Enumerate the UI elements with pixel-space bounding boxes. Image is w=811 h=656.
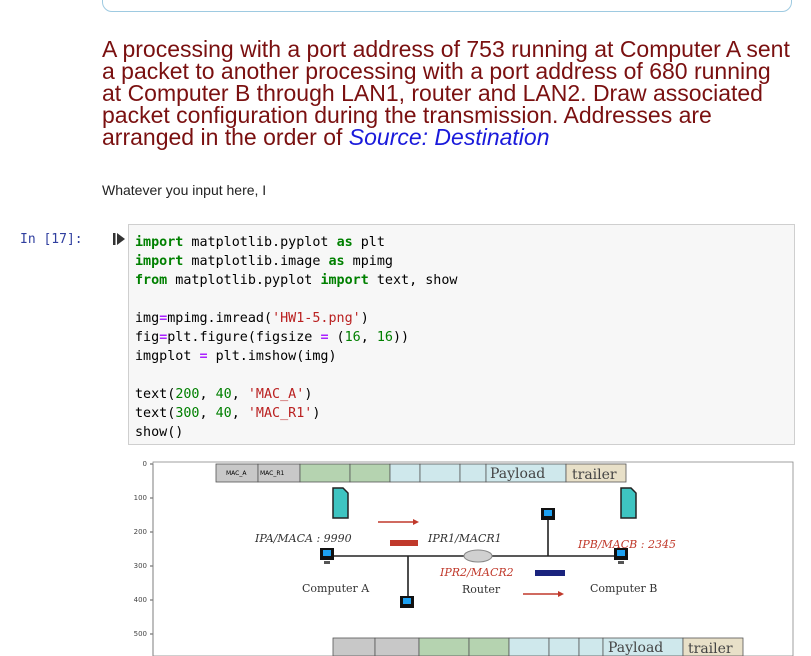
y-tick-label: 500 [134, 630, 147, 638]
bottom-packet [332, 637, 744, 656]
top-packet [215, 463, 627, 483]
mac-a-label: MAC_A [226, 470, 247, 477]
router-r1-address: IPR1/MACR1 [427, 532, 502, 545]
file-icon-a [332, 487, 349, 519]
question-highlight: Source: Destination [348, 124, 550, 150]
router-r2-address: IPR2/MACR2 [439, 566, 514, 579]
bottom-payload-label: Payload [608, 640, 663, 656]
computer-bottom-icon [400, 596, 414, 608]
computer-b-label: Computer B [590, 582, 657, 595]
lan2-packet-marker [535, 570, 565, 576]
computer-b-address: IPB/MACB : 2345 [577, 538, 676, 551]
code-editor[interactable]: import matplotlib.pyplot as plt import m… [135, 233, 458, 442]
markdown-cell-text[interactable]: Whatever you input here, I [102, 182, 267, 198]
code-line[interactable]: from matplotlib.pyplot import text, show [135, 273, 458, 288]
code-line[interactable]: imgplot = plt.imshow(img) [135, 349, 337, 364]
router-label: Router [462, 583, 501, 596]
code-line[interactable]: text(200, 40, 'MAC_A') [135, 387, 313, 402]
y-tick-label: 100 [134, 494, 147, 502]
top-payload-label: Payload [490, 466, 545, 482]
cell-output-figure: 0 100 200 300 400 500 MAC_A MAC_R1 Paylo… [134, 460, 794, 656]
code-line[interactable]: fig=plt.figure(figsize = (16, 16)) [135, 330, 410, 345]
image-frame [152, 461, 794, 656]
bottom-trailer-label: trailer [688, 641, 733, 656]
computer-a-label: Computer A [302, 582, 370, 595]
code-line[interactable]: import matplotlib.pyplot as plt [135, 235, 385, 250]
lan1-packet-marker [390, 540, 418, 546]
question-text: A processing with a port address of 753 … [102, 36, 790, 150]
run-cell-icon[interactable] [112, 232, 126, 246]
mac-r1-label: MAC_R1 [260, 470, 285, 477]
router-icon [463, 549, 493, 563]
computer-b-icon [614, 548, 628, 564]
code-line[interactable]: img=mpimg.imread('HW1-5.png') [135, 311, 369, 326]
y-tick-label: 300 [134, 562, 147, 570]
y-tick-label: 400 [134, 596, 147, 604]
top-trailer-label: trailer [572, 467, 617, 483]
y-tick-label: 0 [143, 460, 147, 468]
assignment-question: A processing with a port address of 753 … [102, 36, 792, 150]
code-line[interactable]: show() [135, 425, 184, 440]
computer-a-address: IPA/MACA : 9990 [254, 532, 352, 545]
code-line[interactable]: import matplotlib.image as mpimg [135, 254, 393, 269]
y-tick-label: 200 [134, 528, 147, 536]
previous-cell-border [102, 0, 792, 12]
code-cell[interactable]: import matplotlib.pyplot as plt import m… [128, 224, 795, 445]
file-icon-b [620, 487, 637, 519]
computer-a-icon [320, 548, 334, 564]
code-line[interactable]: text(300, 40, 'MAC_R1') [135, 406, 321, 421]
cell-prompt: In [17]: [20, 232, 83, 247]
computer-top-icon [541, 508, 555, 520]
y-axis-ticks: 0 100 200 300 400 500 [134, 460, 153, 638]
